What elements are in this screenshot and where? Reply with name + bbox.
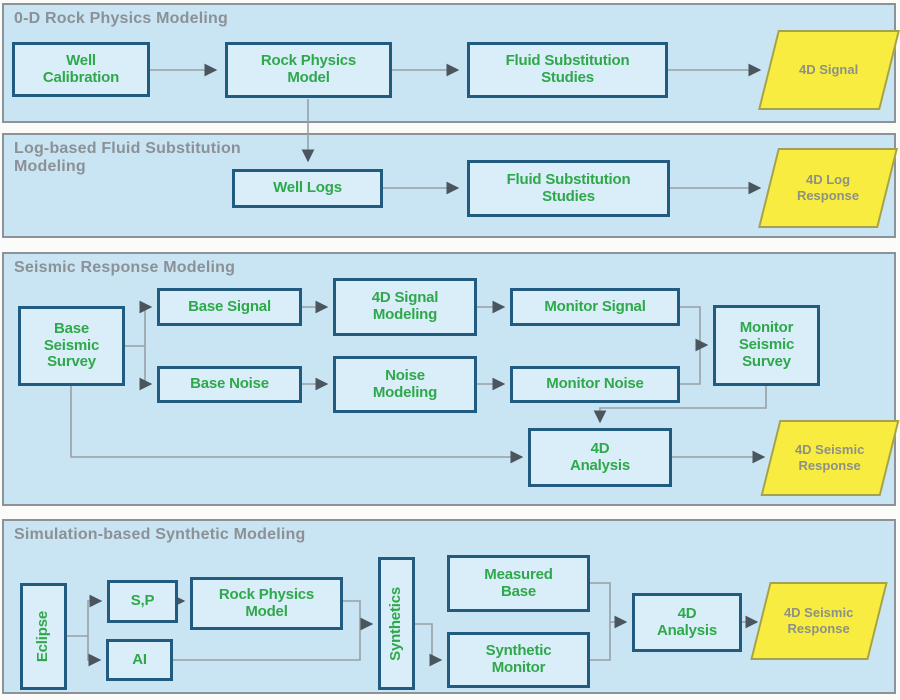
node-well-logs: Well Logs [232,169,383,208]
node-label: 4D Analysis [569,439,631,474]
output-4d-signal: 4D Signal [758,30,900,110]
node-label: S,P [130,592,155,610]
node-label: Base Noise [190,375,269,393]
node-well-calibration: Well Calibration [12,42,150,97]
node-fluid-substitution-studies-2: Fluid Substitution Studies [467,160,670,217]
node-eclipse: Eclipse [20,583,67,690]
node-ai: AI [106,639,173,681]
panel-title: Simulation-based Synthetic Modeling [14,526,306,543]
node-4d-analysis-seismic: 4D Analysis [528,428,672,487]
output-4d-seismic-response-1: 4D Seismic Response [760,420,900,496]
node-label: Well Logs [273,179,342,197]
panel-title: Log-based Fluid Substitution Modeling [14,140,241,176]
node-label: Base Signal [188,297,271,315]
node-monitor-seismic-survey: Monitor Seismic Survey [713,305,820,386]
panel-title: Seismic Response Modeling [14,259,236,276]
node-noise-modeling: Noise Modeling [333,356,477,413]
output-4d-log-response: 4D Log Response [758,148,898,228]
node-label: Monitor Noise [546,375,644,393]
node-base-noise: Base Noise [157,366,302,403]
output-label: 4D Seismic Response [795,441,865,473]
node-label: Rock Physics Model [260,52,357,86]
node-label: 4D Analysis [656,604,718,639]
output-label: 4D Seismic Response [784,604,854,636]
output-label: 4D Signal [799,61,859,77]
node-monitor-signal: Monitor Signal [510,288,680,326]
node-label: Measured Base [484,565,553,600]
node-label: 4D Signal Modeling [371,289,439,323]
node-synthetic-monitor: Synthetic Monitor [447,632,590,688]
node-rock-physics-model-2: Rock Physics Model [190,577,343,630]
panel-title: 0-D Rock Physics Modeling [14,10,228,27]
node-label: Synthetics [387,586,405,661]
node-rock-physics-model: Rock Physics Model [225,42,392,98]
node-label: Monitor Seismic Survey [738,319,795,370]
node-label: Eclipse [34,610,52,663]
node-base-seismic-survey: Base Seismic Survey [18,306,125,386]
output-4d-seismic-response-2: 4D Seismic Response [750,582,888,660]
node-4d-signal-modeling: 4D Signal Modeling [333,278,477,336]
node-label: Fluid Substitution Studies [505,52,630,86]
node-sp: S,P [107,580,178,623]
node-label: Well Calibration [42,51,120,86]
node-measured-base: Measured Base [447,555,590,612]
node-label: Fluid Substitution Studies [506,170,631,205]
node-fluid-substitution-studies-1: Fluid Substitution Studies [467,42,668,98]
node-label: Synthetic Monitor [485,642,552,676]
panel-0d-rock-physics-modeling: 0-D Rock Physics Modeling [2,3,896,123]
node-label: Monitor Signal [544,297,646,315]
node-base-signal: Base Signal [157,288,302,326]
node-label: Noise Modeling [372,366,438,401]
node-4d-analysis-synthetic: 4D Analysis [632,593,742,652]
node-synthetics: Synthetics [378,557,415,690]
node-label: Base Seismic Survey [43,319,100,371]
node-monitor-noise: Monitor Noise [510,366,680,403]
node-label: Rock Physics Model [218,585,315,620]
node-label: AI [132,650,147,668]
output-label: 4D Log Response [796,171,860,203]
